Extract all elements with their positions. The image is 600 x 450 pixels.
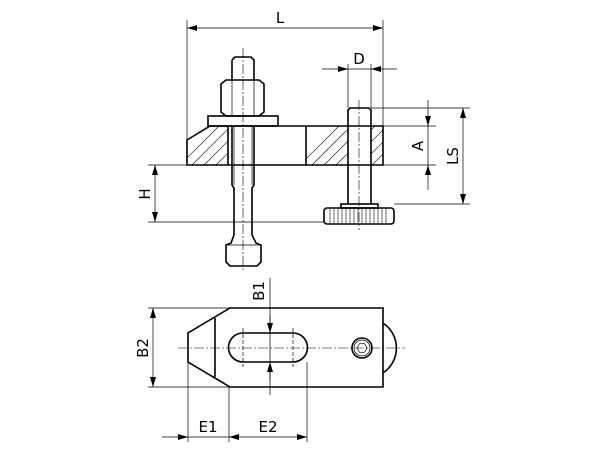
dimension-lines [148, 20, 470, 223]
front-view: L D A LS H [136, 9, 470, 272]
dim-label-B2: B2 [134, 338, 152, 358]
hatching [187, 126, 228, 165]
dim-label-B1: B1 [250, 281, 268, 301]
support-screw [323, 100, 395, 230]
t-bolt [207, 48, 279, 272]
top-view: B1 B2 E1 E2 [134, 278, 405, 442]
dim-label-E2: E2 [258, 418, 277, 436]
dim-label-H: H [136, 188, 154, 199]
clamp-plate [186, 125, 384, 166]
dim-label-L: L [276, 9, 285, 27]
dim-label-E1: E1 [198, 418, 217, 436]
dim-label-A: A [409, 140, 427, 151]
dim-label-D: D [353, 50, 365, 68]
dim-label-LS: LS [444, 147, 462, 165]
slot [227, 332, 309, 363]
